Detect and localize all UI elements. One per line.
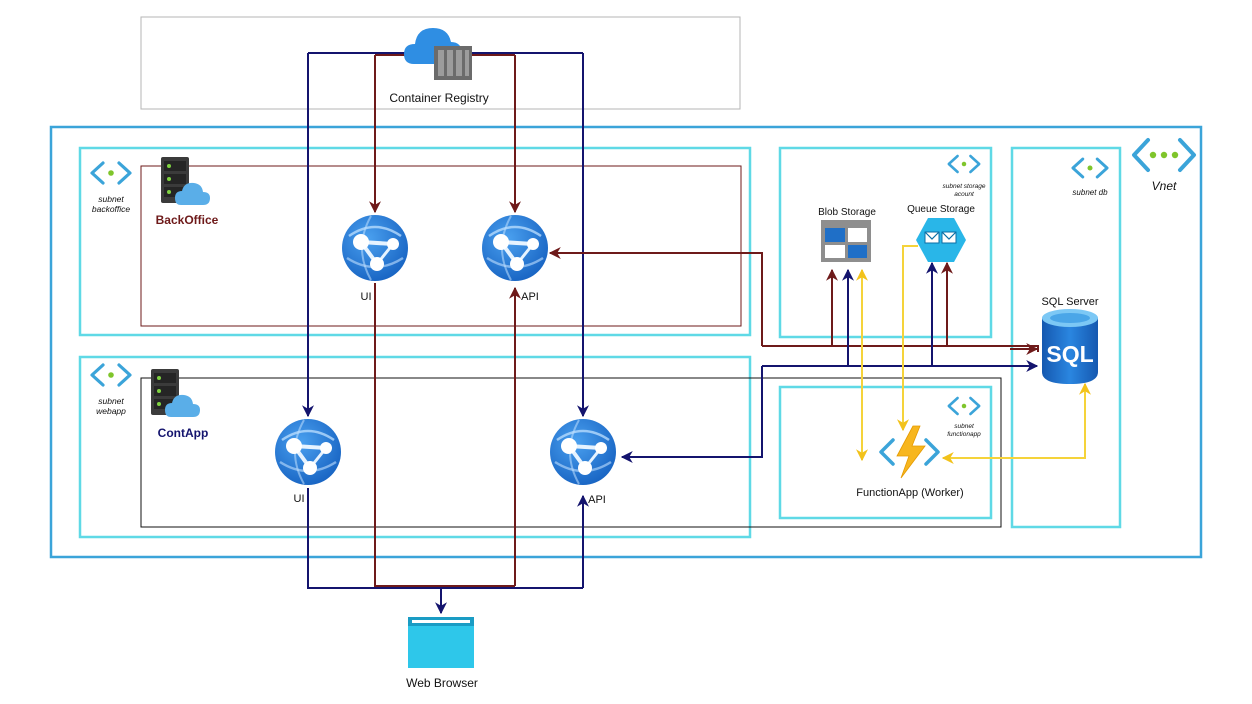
line-maroon-bus [762,345,1039,352]
subnet-webapp-frame [78,355,752,539]
web-browser-label: Web Browser [406,676,478,690]
contapp-ui-webapp-icon [273,417,343,487]
queue-storage-icon [916,218,966,262]
queue-storage-label: Queue Storage [907,204,975,215]
subnet-backoffice-label-line1: subnet [98,194,124,204]
blob-storage-label: Blob Storage [818,207,876,218]
contapp-api-webapp-icon [548,417,618,487]
subnet-storage-icon [947,154,981,174]
vnet-label: Vnet [1152,179,1177,193]
subnet-functionapp-icon [947,396,981,416]
subnet-webapp-label-line1: subnet [98,396,124,406]
sql-icon-text: SQL [1046,341,1093,367]
function-app-label: FunctionApp (Worker) [856,487,963,499]
backoffice-api-webapp-icon [480,213,550,283]
subnet-backoffice-icon [90,161,132,185]
blob-storage-icon [821,220,871,262]
contapp-title: ContApp [158,426,209,440]
container-registry-label: Container Registry [389,91,488,105]
subnet-storage-label-line1: subnet storage [942,183,985,190]
backoffice-ui-webapp-icon [340,213,410,283]
subnet-webapp-label-line2: webapp [96,406,126,416]
subnet-backoffice-label-line2: backoffice [92,204,131,214]
subnet-db-frame [1010,146,1122,529]
contapp-container-app-icon [151,369,200,417]
contapp-api-label: API [588,494,606,506]
backoffice-title: BackOffice [156,213,219,227]
line-backoffice-ui-to-browser [374,283,515,587]
subnet-db-icon [1071,157,1109,179]
backoffice-container-app-icon [161,157,210,205]
line-contapp-ui-to-browser [307,488,583,589]
vnet-frame [49,125,1203,559]
subnet-webapp-icon [90,363,132,387]
subnet-db-label: subnet db [1072,188,1108,197]
backoffice-api-label: API [521,291,539,303]
container-registry-icon [404,28,472,80]
line-to-backoffice-api [548,247,763,346]
function-app-icon [879,425,940,479]
vnet-icon [1132,138,1196,172]
subnet-functionapp-label-line1: subnet [954,423,975,430]
line-queue-to-function [897,245,918,432]
line-function-to-sql [941,382,1091,464]
line-to-contapp-api [620,366,763,463]
web-browser-icon [408,617,474,668]
backoffice-frame [140,165,742,327]
sql-server-label: SQL Server [1041,296,1098,308]
subnet-storage-frame [778,146,993,339]
contapp-ui-label: UI [294,493,305,505]
subnet-functionapp-label-line2: functionapp [947,431,981,438]
backoffice-ui-label: UI [361,291,372,303]
subnet-backoffice-frame [78,146,752,337]
sql-server-icon: SQL [1042,309,1098,384]
subnet-storage-label-line2: acount [954,191,975,198]
